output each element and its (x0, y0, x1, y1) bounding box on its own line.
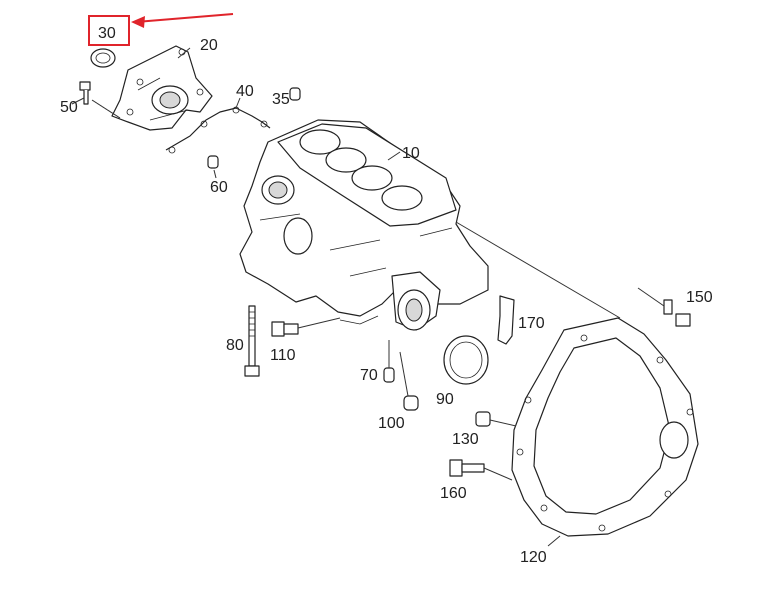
callout-120: 120 (520, 549, 547, 566)
callout-10: 10 (402, 145, 420, 162)
callout-30[interactable]: 30 (98, 25, 116, 42)
callout-90: 90 (436, 391, 454, 408)
part-35-dowel[interactable] (289, 87, 301, 101)
highlight-arrow (135, 13, 234, 23)
part-100-plug[interactable] (403, 395, 419, 411)
part-130-dowel[interactable] (475, 411, 491, 427)
part-60-dowel[interactable] (207, 155, 219, 169)
callout-150: 150 (686, 289, 713, 306)
part-80-stud[interactable] (244, 305, 260, 377)
part-10-engine-block[interactable] (239, 119, 489, 331)
part-120-adapter-plate[interactable] (511, 317, 699, 537)
callout-20: 20 (200, 37, 218, 54)
callout-50: 50 (60, 99, 78, 116)
callout-80: 80 (226, 337, 244, 354)
part-40-gasket[interactable] (165, 106, 271, 154)
callout-110: 110 (270, 347, 296, 364)
callout-170: 170 (518, 315, 545, 332)
part-90-rear-seal[interactable] (443, 335, 489, 385)
part-20-front-cover[interactable] (111, 45, 213, 131)
callout-40: 40 (236, 83, 254, 100)
callout-70: 70 (360, 367, 378, 384)
part-150-bolt[interactable] (663, 299, 691, 327)
callout-60: 60 (210, 179, 228, 196)
callout-130: 130 (452, 431, 479, 448)
part-110-bolt[interactable] (271, 321, 299, 337)
highlight-box (88, 15, 130, 46)
part-160-bolt[interactable] (449, 459, 485, 477)
part-30-seal-ring[interactable] (90, 48, 116, 68)
callout-100: 100 (378, 415, 405, 432)
callout-160: 160 (440, 485, 467, 502)
highlight-arrowhead (131, 16, 145, 28)
highlight-callout-30: 30 (88, 13, 234, 46)
part-50-bolt[interactable] (79, 81, 91, 105)
part-70-dowel[interactable] (383, 367, 395, 383)
part-170-bracket[interactable] (497, 295, 515, 345)
callout-35: 35 (272, 91, 290, 108)
